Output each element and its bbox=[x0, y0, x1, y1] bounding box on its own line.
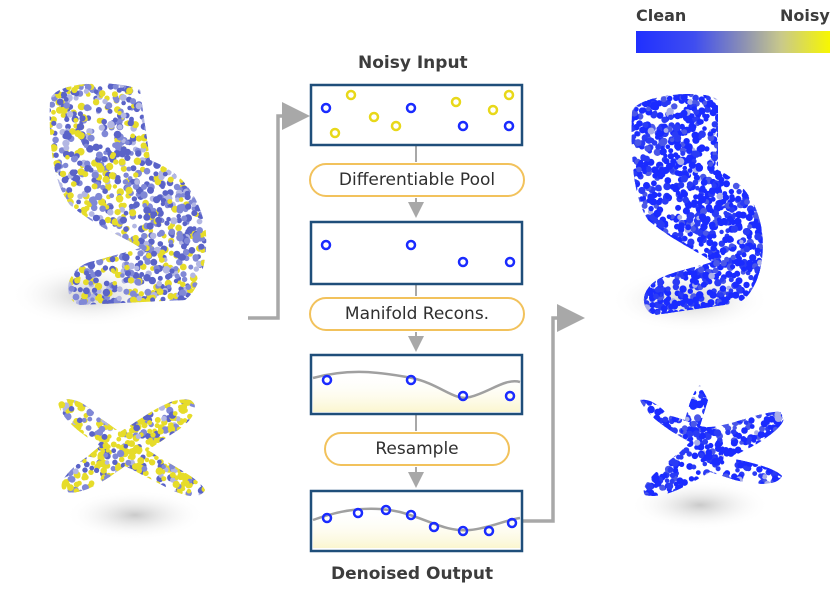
input-arrow bbox=[248, 102, 310, 320]
step-manifold-reconstruction: Manifold Recons. bbox=[309, 297, 525, 331]
output-arrow bbox=[523, 304, 585, 523]
manifold-box bbox=[309, 353, 524, 416]
pooled-points-box bbox=[309, 220, 524, 286]
noisy-input-box bbox=[309, 83, 524, 147]
denoised-output-title: Denoised Output bbox=[331, 564, 494, 584]
resampled-box bbox=[309, 489, 524, 553]
denoised-airplane-illustration bbox=[630, 385, 784, 530]
step-resample: Resample bbox=[324, 432, 510, 466]
noisy-airplane-illustration bbox=[58, 399, 205, 540]
legend-noisy-label: Noisy bbox=[780, 6, 830, 25]
box-points bbox=[320, 89, 518, 537]
noisy-chair-illustration bbox=[10, 83, 207, 327]
step-differentiable-pool: Differentiable Pool bbox=[309, 163, 525, 197]
denoised-chair-illustration bbox=[610, 93, 770, 332]
legend-color-bar bbox=[636, 31, 830, 53]
noisy-input-title: Noisy Input bbox=[358, 53, 468, 73]
legend-clean-label: Clean bbox=[636, 6, 687, 25]
